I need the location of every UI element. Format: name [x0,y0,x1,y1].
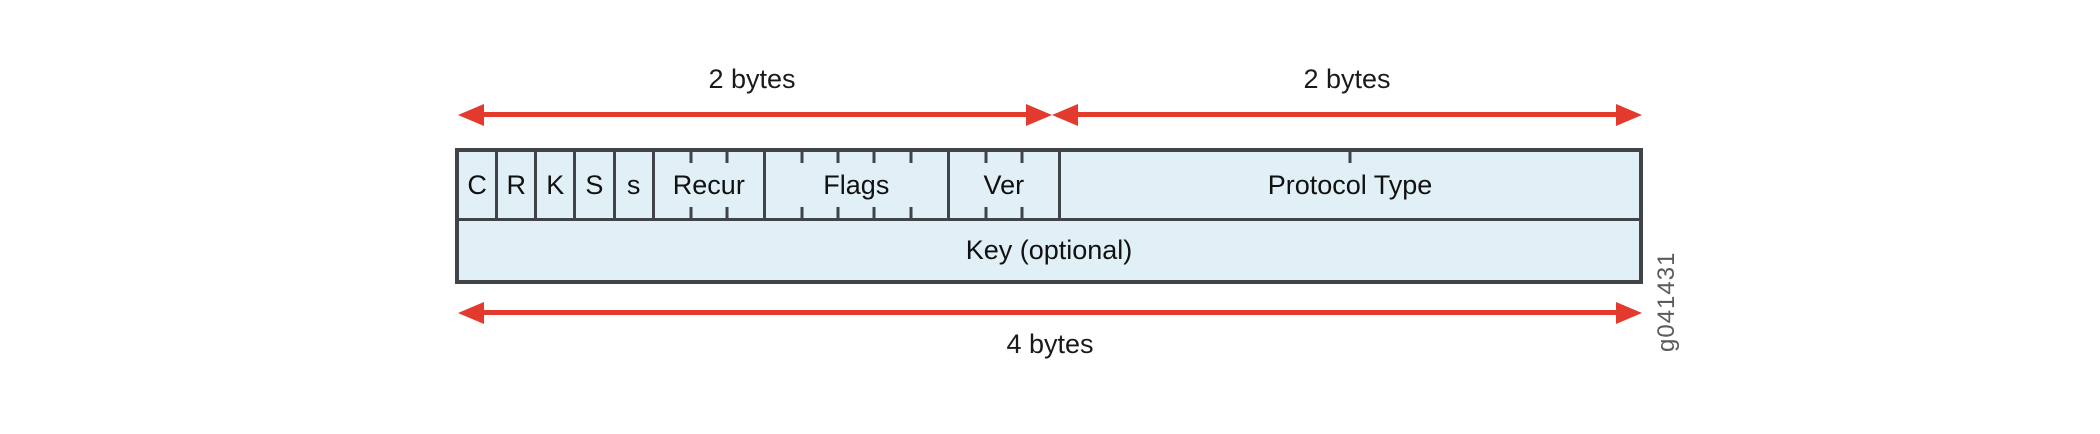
bit-tick [800,207,804,218]
field-label: Recur [672,169,745,200]
arrow-line [472,310,1628,315]
arrowhead-left-icon [458,104,484,126]
top-left-measure-arrow [458,104,1052,126]
bit-tick [1020,207,1024,218]
arrow-line [1066,112,1628,117]
arrowhead-right-icon [1026,104,1052,126]
bit-tick [800,152,804,163]
field-r: R [495,152,535,218]
field-label: S [585,169,604,200]
field-recur: Recur [651,152,763,218]
arrowhead-left-icon [1052,104,1078,126]
field-label: K [546,169,565,200]
bit-tick [836,152,840,163]
field-label: s [626,169,641,200]
field-label: Protocol Type [1267,169,1433,200]
field-label: Ver [983,169,1025,200]
byte-boundary-tick [1348,152,1352,163]
field-label: Flags [823,169,890,200]
bit-tick [909,207,912,218]
field-flags: Flags [763,152,947,218]
bit-tick [725,152,729,163]
bit-tick [725,207,729,218]
field-ver: Ver [946,152,1058,218]
bottom-measure-arrow [458,302,1642,324]
field-label: C [467,169,487,200]
arrowhead-left-icon [458,302,484,324]
field-s-upper: S [573,152,613,218]
field-label: R [506,169,526,200]
top-right-measure-arrow [1052,104,1642,126]
field-s-lower: s [612,152,652,218]
arrowhead-right-icon [1616,302,1642,324]
top-left-arrow-label: 2 bytes [708,64,796,94]
bit-tick [689,152,693,163]
field-protocol-type: Protocol Type [1058,152,1639,218]
bit-tick [909,152,912,163]
bit-tick [872,152,876,163]
header-fields-row: C R K S s Recur [459,152,1639,221]
field-c: C [459,152,496,218]
figure-id: g041431 [1653,251,1680,353]
top-right-arrow-label: 2 bytes [1303,64,1391,94]
bit-tick [984,207,988,218]
bit-tick [836,207,840,218]
key-row: Key (optional) [459,221,1639,280]
bit-tick [984,152,988,163]
field-k: K [534,152,574,218]
bottom-arrow-label: 4 bytes [1006,329,1094,359]
bit-tick [689,207,693,218]
bit-tick [872,207,876,218]
bit-tick [1020,152,1024,163]
gre-header-table: C R K S s Recur [455,148,1643,284]
arrowhead-right-icon [1616,104,1642,126]
arrow-line [472,112,1038,117]
key-field-label: Key (optional) [965,235,1133,265]
